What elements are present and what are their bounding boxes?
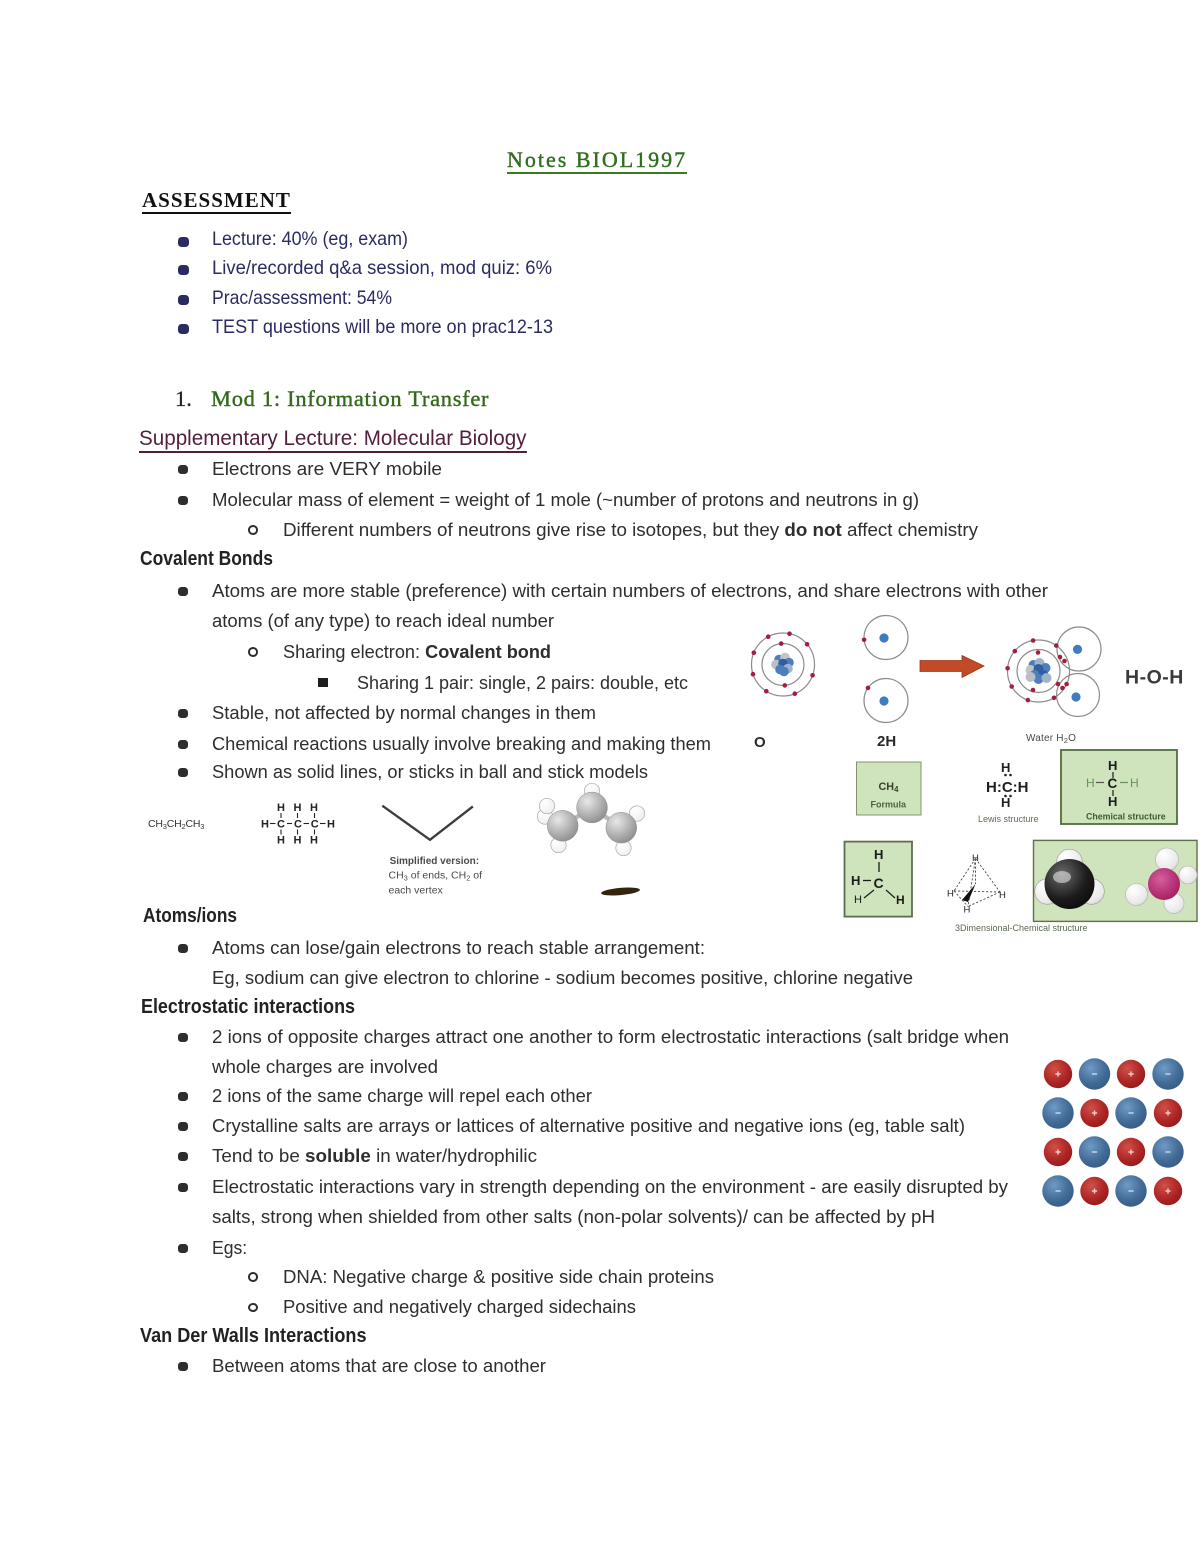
svg-text:H:C:H: H:C:H (986, 779, 1029, 796)
svg-text:H: H (964, 905, 971, 916)
svg-text:H: H (854, 894, 862, 906)
svg-text:H: H (277, 835, 285, 847)
svg-text:C: C (277, 819, 285, 831)
svg-text:H: H (1001, 760, 1010, 775)
svg-text:C: C (1108, 776, 1118, 791)
svg-text:2H: 2H (877, 733, 896, 750)
svg-text:Chemical structure: Chemical structure (1086, 812, 1166, 822)
svg-text:each vertex: each vertex (389, 885, 444, 897)
svg-text:C: C (874, 875, 884, 891)
svg-text:H-O-H: H-O-H (1125, 667, 1184, 689)
svg-text:CH3CH2CH3: CH3CH2CH3 (148, 818, 204, 831)
svg-text:H: H (851, 873, 860, 888)
svg-text:H: H (1001, 795, 1010, 810)
svg-text:C: C (311, 819, 319, 831)
svg-text:Water H2O: Water H2O (1026, 733, 1076, 745)
svg-text:H: H (294, 835, 302, 847)
svg-text:H: H (310, 835, 318, 847)
svg-text:Lewis structure: Lewis structure (978, 814, 1039, 824)
svg-text:H: H (947, 889, 954, 900)
svg-text:H: H (327, 819, 335, 831)
svg-text:C: C (294, 819, 302, 831)
svg-text:H: H (277, 802, 285, 814)
svg-text:H: H (1108, 758, 1117, 773)
svg-text:H: H (896, 893, 905, 907)
svg-text:O: O (754, 734, 766, 751)
svg-text:H: H (972, 853, 979, 864)
svg-text:H: H (999, 890, 1006, 901)
svg-text:H: H (261, 819, 269, 831)
svg-text:H: H (1086, 776, 1095, 790)
svg-text:H: H (1108, 794, 1117, 809)
svg-text:CH4: CH4 (879, 781, 900, 794)
svg-text:Simplified version:: Simplified version: (390, 856, 479, 867)
svg-text:Formula: Formula (871, 800, 907, 810)
svg-text:H: H (1130, 776, 1139, 790)
svg-text:H: H (874, 847, 883, 862)
svg-text:H: H (310, 802, 318, 814)
svg-text:3Dimensional-Chemical structur: 3Dimensional-Chemical structure (955, 923, 1088, 933)
svg-text:H: H (294, 802, 302, 814)
svg-text:CH3 of ends, CH2 of: CH3 of ends, CH2 of (389, 870, 483, 883)
